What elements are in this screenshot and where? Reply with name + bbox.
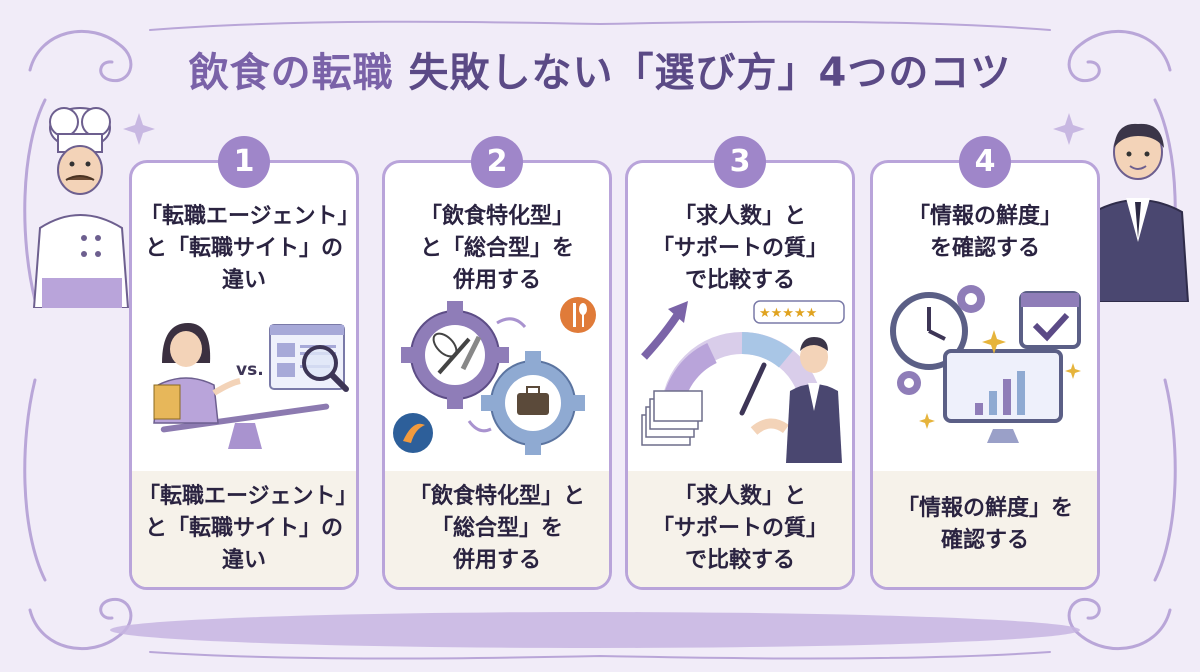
comparison-illustration: vs. (153, 323, 349, 449)
summary-line: 「総合型」を (430, 516, 563, 541)
tip-card-3: 「求人数」と 「サポートの質」 で比較する ★★★★★ (625, 160, 855, 590)
heading-line: を確認する (929, 236, 1040, 261)
step-badge-2: 2 (471, 136, 523, 188)
card-summary: 「情報の鮮度」を 確認する (879, 493, 1091, 557)
summary-line: で比較する (684, 548, 795, 573)
woman-with-clipboard-icon (153, 323, 241, 424)
gear-icon (897, 285, 985, 395)
fork-spoon-icon (560, 297, 596, 333)
paper-stack-icon (641, 390, 703, 446)
step-badge-3: 3 (714, 136, 766, 188)
summary-line: 違い (221, 548, 266, 573)
step-badge-4: 4 (959, 136, 1011, 188)
seesaw-icon (160, 403, 330, 449)
heading-line: と「転職サイト」の (144, 236, 343, 261)
heading-line: 「サポートの質」 (651, 236, 828, 261)
page-title: 飲食の転職 失敗しない「選び方」4つのコツ (0, 40, 1200, 98)
sparkle-icon (919, 330, 1081, 429)
card-heading: 「求人数」と 「サポートの質」 で比較する (636, 201, 844, 297)
heading-line: 「飲食特化型」 (419, 204, 574, 229)
summary-line: 「求人数」と (673, 484, 806, 509)
heading-line: で比較する (684, 268, 795, 293)
clock-icon (890, 292, 968, 370)
businessman-icon (786, 337, 842, 463)
magnifier-icon (302, 345, 349, 392)
card-summary: 「転職エージェント」 と「転職サイト」の 違い (138, 481, 358, 577)
summary-line: 「転職エージェント」 (138, 484, 358, 509)
summary-line: と「転職サイト」の (144, 516, 343, 541)
card-heading: 「情報の鮮度」 を確認する (881, 201, 1089, 265)
step-badge-1: 1 (218, 136, 270, 188)
title-part-2: 失敗しない「選び方」4つのコツ (408, 50, 1012, 96)
summary-line: 「飲食特化型」と (408, 484, 585, 509)
tip-card-2: 「飲食特化型」 と「総合型」を 併用する (382, 160, 612, 590)
floor-shadow (110, 612, 1080, 648)
gear-briefcase-icon (481, 351, 585, 455)
card-footer (385, 471, 609, 587)
step-number: 1 (233, 144, 255, 179)
star-rating-bubble: ★★★★★ (753, 300, 845, 324)
monitor-chart-icon (943, 349, 1063, 443)
heading-line: 併用する (452, 268, 541, 293)
freshness-illustration (890, 285, 1081, 443)
businessman-icon (1086, 123, 1190, 302)
summary-line: 併用する (452, 548, 541, 573)
title-part-1: 飲食の転職 (188, 50, 394, 96)
gears-illustration (393, 297, 596, 455)
tip-card-1: 「転職エージェント」 と「転職サイト」の 違い vs. (129, 160, 359, 590)
heading-line: 「求人数」と (673, 204, 806, 229)
heading-line: 「転職エージェント」 (140, 204, 359, 229)
heading-line: 「情報の鮮度」 (907, 204, 1062, 229)
card-footer (132, 471, 356, 587)
chef-icon (32, 107, 130, 308)
step-number: 2 (486, 144, 508, 179)
heading-line: と「総合型」を (419, 236, 574, 261)
card-footer (873, 471, 1097, 587)
step-number: 4 (974, 144, 996, 179)
calendar-check-icon (1019, 291, 1081, 349)
step-number: 3 (729, 144, 751, 179)
tip-card-4: 「情報の鮮度」 を確認する (870, 160, 1100, 590)
summary-line: 「サポートの質」 (651, 516, 828, 541)
card-summary: 「飲食特化型」と 「総合型」を 併用する (391, 481, 603, 577)
handshake-icon (750, 418, 789, 435)
vs-label: vs. (236, 360, 264, 380)
summary-line: 「情報の鮮度」を (896, 496, 1073, 521)
heading-line: 違い (221, 268, 266, 293)
card-heading: 「飲食特化型」 と「総合型」を 併用する (393, 201, 601, 297)
gear-whisk-knife-icon (401, 301, 509, 409)
card-footer (628, 471, 852, 587)
star-rating: ★★★★★ (759, 306, 817, 321)
card-summary: 「求人数」と 「サポートの質」 で比較する (634, 481, 846, 577)
card-heading: 「転職エージェント」 と「転職サイト」の 違い (140, 201, 359, 297)
swoosh-logo-icon (393, 413, 433, 453)
arrow-up-icon (641, 301, 688, 360)
summary-line: 確認する (940, 528, 1029, 553)
comparison-gauge-illustration: ★★★★★ (641, 300, 845, 463)
